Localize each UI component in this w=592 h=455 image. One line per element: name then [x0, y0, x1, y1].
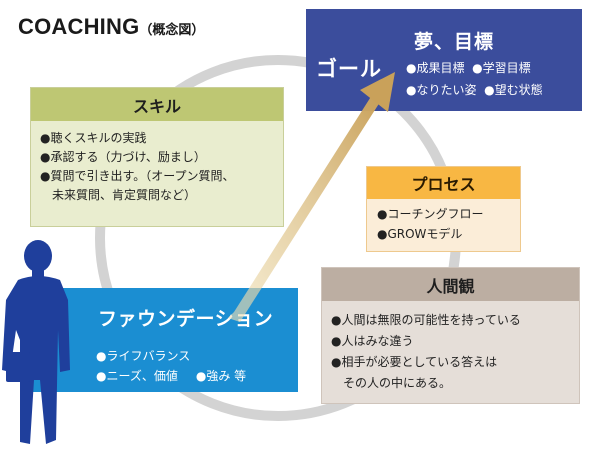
- skill-list: ●聴くスキルの実践 ●承認する（力づけ、励まし） ●質問で引き出す。（オープン質…: [31, 121, 283, 205]
- human-view-item: ●人間は無限の可能性を持っている: [331, 313, 521, 327]
- goal-items-row-1: ●成果目標 ●学習目標: [406, 59, 531, 76]
- foundation-heading: ファウンデーション: [98, 308, 274, 330]
- foundation-item-row: ●ニーズ、価値 ●強み 等: [96, 366, 246, 386]
- goal-label: ゴール: [316, 57, 382, 81]
- goal-item: ●なりたい姿: [406, 83, 477, 97]
- goal-item: ●成果目標: [406, 61, 465, 75]
- human-view-item: ●人はみな違う: [331, 334, 414, 348]
- title-sub: （概念図）: [139, 23, 205, 38]
- foundation-item: ●ニーズ、価値: [96, 369, 178, 383]
- goal-box: ゴール 夢、目標 ●成果目標 ●学習目標 ●なりたい姿 ●望む状態: [306, 9, 582, 111]
- human-view-item: その人の中にある。: [331, 376, 452, 390]
- goal-heading: 夢、目標: [414, 31, 495, 53]
- skill-item: ●質問で引き出す。（オープン質問、: [40, 169, 235, 183]
- process-heading: プロセス: [411, 175, 476, 194]
- process-item: ●コーチングフロー: [377, 207, 484, 221]
- human-view-box: 人間観 ●人間は無限の可能性を持っている ●人はみな違う ●相手が必要としている…: [321, 267, 580, 404]
- process-header: プロセス: [367, 167, 520, 199]
- foundation-item: ●ライフバランス: [96, 349, 191, 363]
- process-box: プロセス ●コーチングフロー ●GROWモデル: [366, 166, 521, 252]
- skill-item: ●聴くスキルの実践: [40, 131, 147, 145]
- human-view-list: ●人間は無限の可能性を持っている ●人はみな違う ●相手が必要としている答えは …: [322, 301, 579, 394]
- skill-item: 未来質問、肯定質問など）: [40, 188, 197, 202]
- title-main: COACHING: [18, 14, 140, 39]
- goal-item: ●望む状態: [484, 83, 543, 97]
- process-list: ●コーチングフロー ●GROWモデル: [367, 199, 520, 244]
- foundation-list: ●ライフバランス ●ニーズ、価値 ●強み 等: [96, 346, 246, 386]
- skill-item: ●承認する（力づけ、励まし）: [40, 150, 206, 164]
- process-item: ●GROWモデル: [377, 227, 463, 241]
- skill-header: スキル: [31, 88, 283, 121]
- diagram-title: COACHING（概念図）: [18, 14, 204, 40]
- human-view-item: ●相手が必要としている答えは: [331, 355, 498, 369]
- skill-heading: スキル: [132, 96, 181, 116]
- foundation-item: ●強み 等: [195, 369, 247, 383]
- goal-items-row-2: ●なりたい姿 ●望む状態: [406, 81, 543, 98]
- skill-box: スキル ●聴くスキルの実践 ●承認する（力づけ、励まし） ●質問で引き出す。（オ…: [30, 87, 284, 227]
- foundation-box: ファウンデーション ●ライフバランス ●ニーズ、価値 ●強み 等: [32, 288, 298, 392]
- goal-item: ●学習目標: [472, 61, 531, 75]
- human-view-heading: 人間観: [426, 276, 475, 296]
- human-view-header: 人間観: [322, 268, 579, 301]
